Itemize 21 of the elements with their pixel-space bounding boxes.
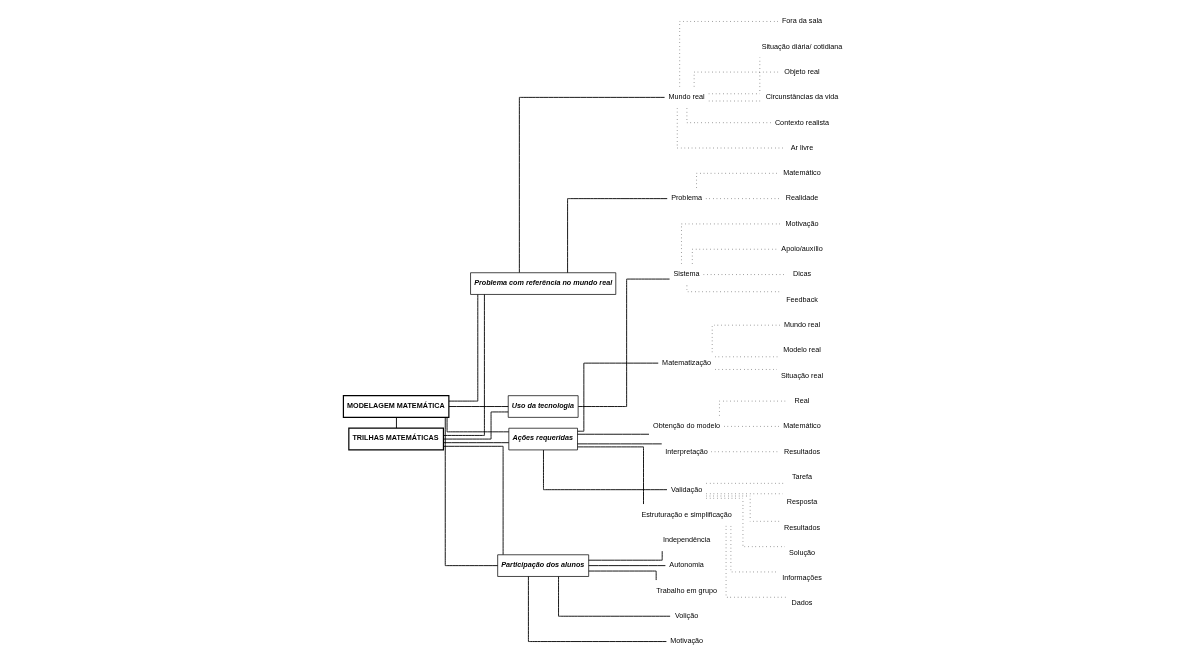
- connector: [576, 362, 659, 432]
- connector: [542, 449, 667, 491]
- connector: [395, 417, 397, 429]
- connector: [448, 294, 478, 402]
- connector: [576, 433, 649, 435]
- connector: [587, 550, 663, 561]
- connector: [442, 294, 485, 436]
- connector: [448, 406, 509, 407]
- connector: [444, 417, 498, 567]
- connector: [576, 446, 644, 505]
- connector: [577, 278, 670, 407]
- connector: [442, 445, 504, 556]
- connector: [557, 576, 671, 617]
- connector: [442, 411, 509, 440]
- connector: [446, 416, 509, 433]
- connector: [566, 198, 668, 274]
- connector: [527, 576, 667, 642]
- connector: [518, 96, 665, 273]
- connector: [442, 442, 509, 444]
- connector: [576, 443, 662, 445]
- connector: [587, 565, 666, 567]
